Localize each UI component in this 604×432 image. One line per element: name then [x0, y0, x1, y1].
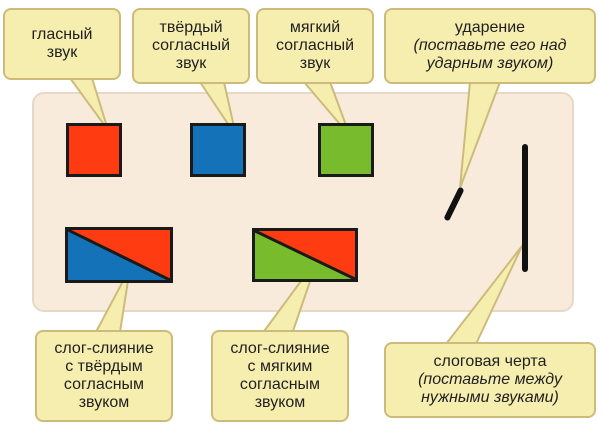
callout-merge-hard-line-3: согласным — [63, 376, 145, 393]
callout-hard-consonant: твёрдый согласный звук — [132, 8, 250, 84]
soft-consonant-square — [318, 123, 374, 177]
vowel-square — [66, 123, 122, 177]
callout-merge-hard-line-1: слог-слияние — [54, 340, 154, 357]
callout-soft-consonant: мягкий согласный звук — [256, 8, 374, 84]
callout-soft-line-2: согласный — [275, 37, 355, 54]
callout-soft-line-1: мягкий — [289, 19, 341, 36]
callout-stress-title: ударение — [454, 19, 526, 36]
merge-hard-diagonal — [68, 230, 170, 280]
callout-merge-soft-line-1: слог-слияние — [230, 340, 330, 357]
callout-syllable-note-1: (поставьте между — [418, 371, 562, 388]
callout-hard-line-3: звук — [175, 55, 207, 72]
callout-vowel-line-2: звук — [46, 44, 78, 61]
callout-merge-hard-line-4: звуком — [78, 394, 130, 411]
callout-merge-soft-line-4: звуком — [254, 394, 306, 411]
callout-stress: ударение (поставьте его над ударным звук… — [384, 8, 596, 84]
callout-merge-hard-line-2: с твёрдым — [65, 358, 143, 375]
merge-soft-rectangle — [252, 228, 358, 282]
callout-syllable-title: слоговая черта — [433, 353, 547, 370]
callout-merge-soft-line-3: согласным — [239, 376, 321, 393]
merge-soft-diagonal — [255, 231, 355, 279]
callout-merge-soft-line-2: с мягким — [247, 358, 313, 375]
callout-stress-note-2: ударным звуком) — [426, 55, 554, 72]
merge-hard-rectangle — [65, 227, 173, 283]
callout-soft-line-3: звук — [299, 55, 331, 72]
syllable-divider-line — [522, 144, 528, 272]
callout-hard-line-1: твёрдый — [159, 19, 223, 36]
callout-vowel: гласный звук — [3, 8, 121, 80]
callout-hard-line-2: согласный — [151, 37, 231, 54]
hard-consonant-square — [190, 123, 246, 177]
callout-syllable-note-2: нужными звуками) — [421, 389, 559, 406]
callout-vowel-line-1: гласный — [31, 26, 93, 43]
callout-merge-hard: слог-слияние с твёрдым согласным звуком — [35, 330, 173, 422]
callout-syllable-line: слоговая черта (поставьте между нужными … — [384, 342, 596, 418]
callout-stress-note-1: (поставьте его над — [413, 37, 567, 54]
callout-merge-soft: слог-слияние с мягким согласным звуком — [211, 330, 349, 422]
